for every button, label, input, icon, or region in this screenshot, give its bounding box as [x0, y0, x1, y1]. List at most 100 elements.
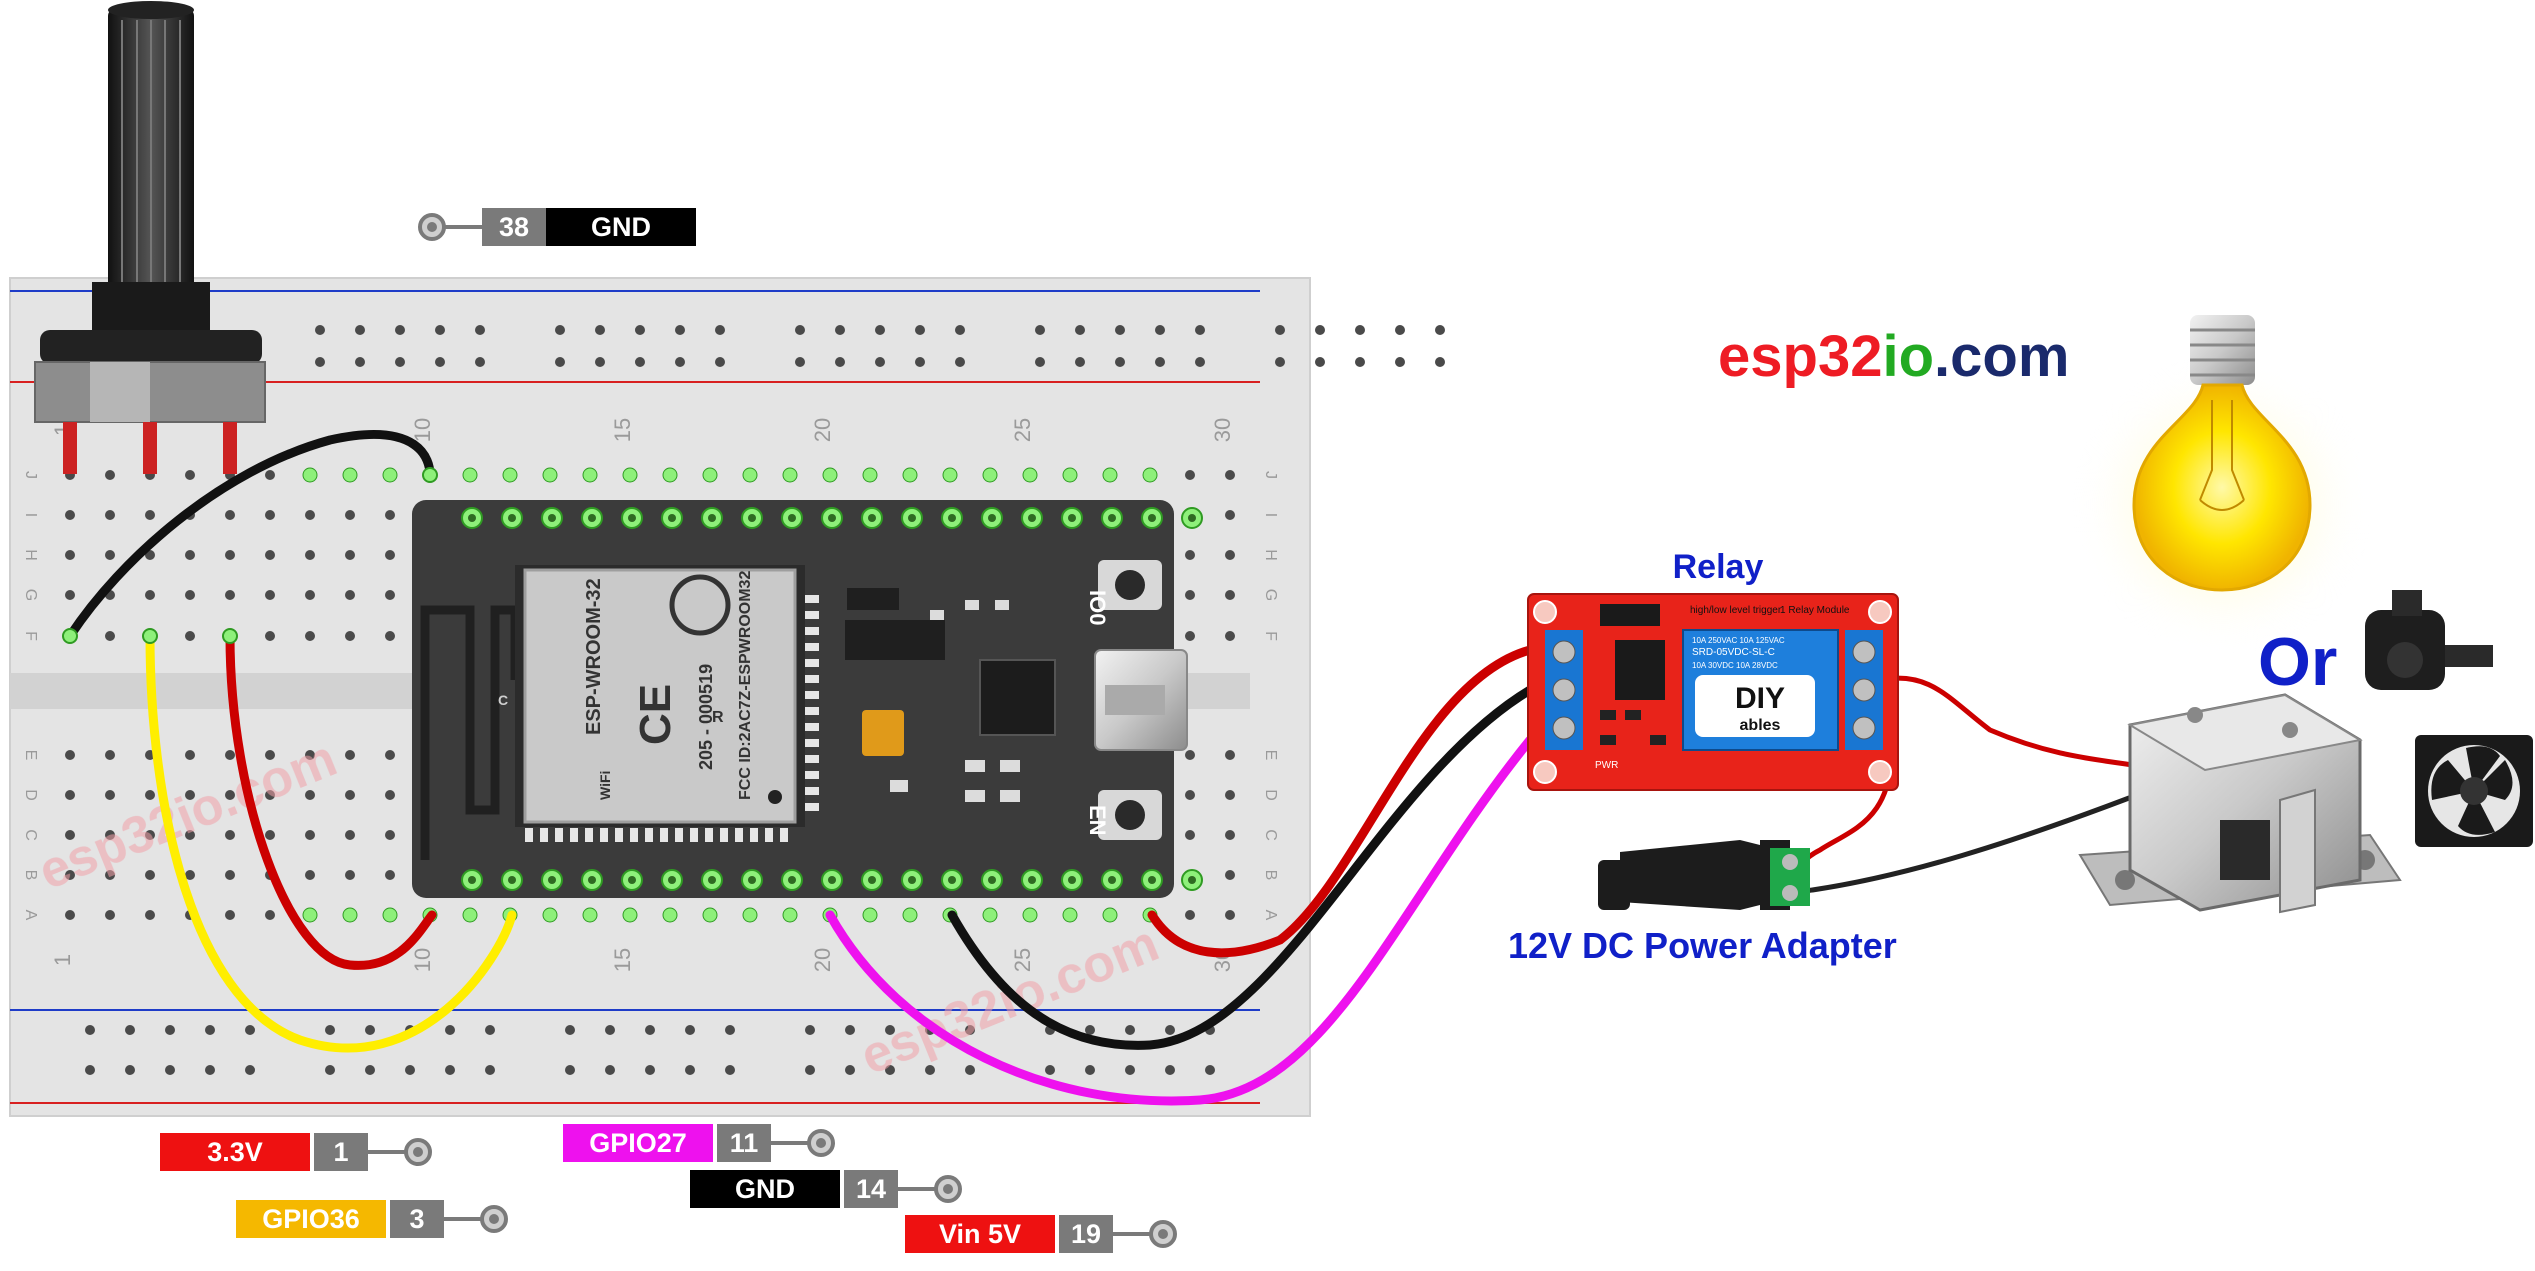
rail-hole[interactable] [1315, 325, 1325, 335]
rail-hole[interactable] [965, 1025, 975, 1035]
breadboard-hole[interactable] [65, 510, 75, 520]
breadboard-hole[interactable] [1225, 470, 1235, 480]
rail-hole[interactable] [955, 357, 965, 367]
rail-hole[interactable] [1395, 357, 1405, 367]
breadboard-hole[interactable] [782, 467, 798, 483]
breadboard-hole[interactable] [822, 467, 838, 483]
jumper-header[interactable] [1600, 604, 1660, 626]
rail-hole[interactable] [205, 1065, 215, 1075]
breadboard-hole[interactable] [622, 907, 638, 923]
breadboard-hole[interactable] [462, 467, 478, 483]
rail-hole[interactable] [805, 1065, 815, 1075]
rail-hole[interactable] [1085, 1065, 1095, 1075]
rail-hole[interactable] [1165, 1065, 1175, 1075]
adapter-screw[interactable] [1782, 885, 1798, 901]
breadboard-hole[interactable] [385, 550, 395, 560]
breadboard-hole[interactable] [305, 631, 315, 641]
breadboard-hole[interactable] [105, 510, 115, 520]
rail-hole[interactable] [565, 1025, 575, 1035]
adapter-screw[interactable] [1782, 854, 1798, 870]
rail-hole[interactable] [845, 1025, 855, 1035]
breadboard-hole[interactable] [385, 590, 395, 600]
rail-hole[interactable] [1035, 357, 1045, 367]
breadboard-hole[interactable] [305, 510, 315, 520]
breadboard-hole[interactable] [105, 550, 115, 560]
rail-hole[interactable] [1355, 357, 1365, 367]
breadboard-hole[interactable] [1185, 631, 1195, 641]
breadboard-hole[interactable] [385, 870, 395, 880]
rail-hole[interactable] [125, 1065, 135, 1075]
rail-hole[interactable] [795, 325, 805, 335]
breadboard-hole[interactable] [1185, 550, 1195, 560]
breadboard-hole[interactable] [1225, 910, 1235, 920]
rail-hole[interactable] [1155, 357, 1165, 367]
rail-hole[interactable] [485, 1025, 495, 1035]
breadboard-hole[interactable] [185, 590, 195, 600]
breadboard-hole[interactable] [1225, 870, 1235, 880]
breadboard-hole[interactable] [185, 830, 195, 840]
breadboard-hole[interactable] [225, 790, 235, 800]
rail-hole[interactable] [555, 357, 565, 367]
breadboard-hole[interactable] [145, 910, 155, 920]
rail-hole[interactable] [1085, 1025, 1095, 1035]
rail-hole[interactable] [315, 357, 325, 367]
breadboard-hole[interactable] [902, 467, 918, 483]
screw-terminal[interactable] [1552, 640, 1576, 664]
breadboard-hole[interactable] [225, 750, 235, 760]
breadboard-hole[interactable] [345, 631, 355, 641]
screw-terminal[interactable] [1552, 678, 1576, 702]
rail-hole[interactable] [1205, 1065, 1215, 1075]
breadboard-hole[interactable] [65, 870, 75, 880]
breadboard-hole[interactable] [982, 907, 998, 923]
rail-hole[interactable] [715, 325, 725, 335]
breadboard-hole[interactable] [345, 590, 355, 600]
breadboard-hole[interactable] [105, 750, 115, 760]
rail-hole[interactable] [325, 1025, 335, 1035]
breadboard-hole[interactable] [902, 907, 918, 923]
en-button[interactable] [1115, 800, 1145, 830]
breadboard-hole[interactable] [462, 907, 478, 923]
rail-hole[interactable] [725, 1065, 735, 1075]
breadboard-hole[interactable] [1225, 790, 1235, 800]
breadboard-hole[interactable] [662, 907, 678, 923]
rail-hole[interactable] [835, 325, 845, 335]
breadboard-hole[interactable] [225, 590, 235, 600]
breadboard-hole[interactable] [582, 907, 598, 923]
rail-hole[interactable] [475, 325, 485, 335]
breadboard-hole[interactable] [265, 830, 275, 840]
rail-hole[interactable] [685, 1025, 695, 1035]
rail-hole[interactable] [955, 325, 965, 335]
breadboard-hole[interactable] [782, 907, 798, 923]
rail-hole[interactable] [125, 1025, 135, 1035]
breadboard-hole[interactable] [1022, 907, 1038, 923]
breadboard-hole[interactable] [385, 830, 395, 840]
breadboard-hole[interactable] [1185, 470, 1195, 480]
breadboard-hole[interactable] [1225, 510, 1235, 520]
rail-hole[interactable] [1435, 357, 1445, 367]
breadboard-hole[interactable] [65, 590, 75, 600]
rail-hole[interactable] [1435, 325, 1445, 335]
breadboard-hole[interactable] [1102, 467, 1118, 483]
rail-hole[interactable] [355, 357, 365, 367]
breadboard-hole[interactable] [105, 830, 115, 840]
breadboard-hole[interactable] [345, 550, 355, 560]
rail-hole[interactable] [315, 325, 325, 335]
breadboard-hole[interactable] [225, 510, 235, 520]
rail-hole[interactable] [605, 1065, 615, 1075]
rail-hole[interactable] [405, 1065, 415, 1075]
rail-hole[interactable] [845, 1065, 855, 1075]
breadboard-hole[interactable] [305, 750, 315, 760]
rail-hole[interactable] [355, 325, 365, 335]
breadboard-hole[interactable] [265, 790, 275, 800]
rail-hole[interactable] [365, 1025, 375, 1035]
breadboard-hole[interactable] [225, 910, 235, 920]
rail-hole[interactable] [1125, 1065, 1135, 1075]
breadboard-hole[interactable] [542, 467, 558, 483]
rail-hole[interactable] [915, 325, 925, 335]
rail-hole[interactable] [475, 357, 485, 367]
screw-terminal[interactable] [1852, 678, 1876, 702]
rail-hole[interactable] [1035, 325, 1045, 335]
rail-hole[interactable] [965, 1065, 975, 1075]
breadboard-hole[interactable] [305, 550, 315, 560]
breadboard-hole[interactable] [1225, 830, 1235, 840]
